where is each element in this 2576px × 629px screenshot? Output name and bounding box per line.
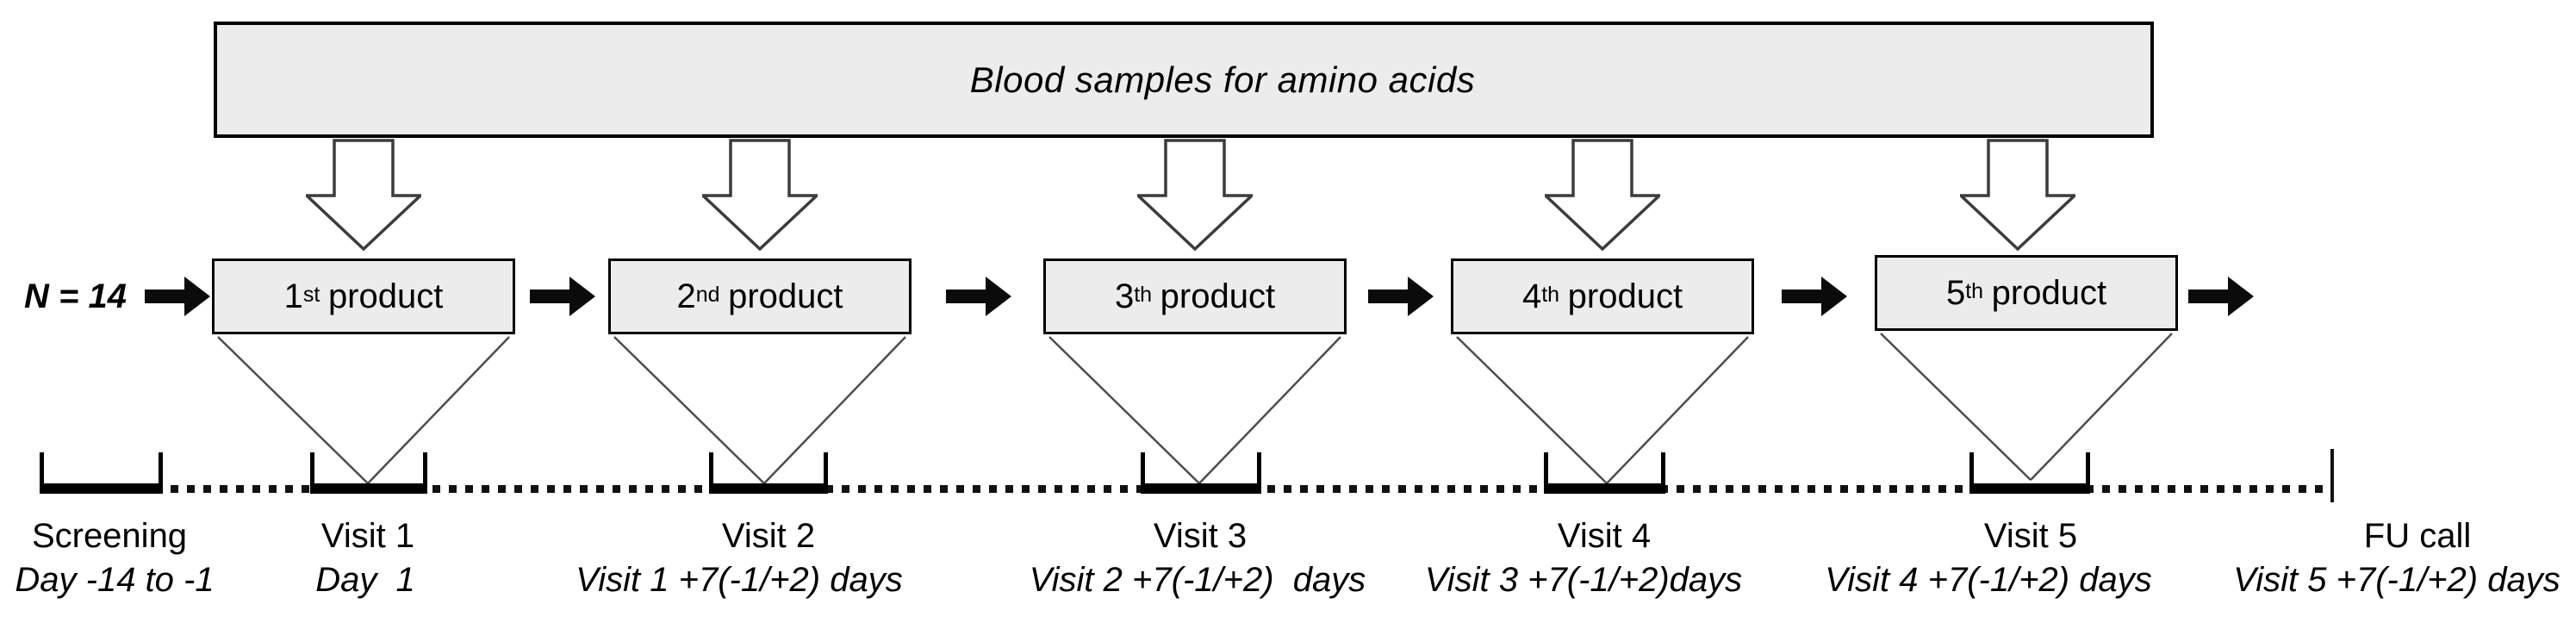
funnel-lines — [1048, 336, 1341, 484]
funnel-lines — [1880, 333, 2173, 481]
right-arrow-icon — [530, 277, 595, 316]
product-number: 2 — [676, 277, 696, 315]
bracket-tick — [159, 452, 163, 494]
timeline-label-screening: Screening — [31, 517, 188, 555]
product-number: 4 — [1521, 277, 1542, 315]
down-arrow-icon — [1137, 139, 1253, 251]
product-word: product — [1567, 277, 1683, 315]
timeline-bracket-visit-5 — [1969, 452, 2090, 494]
funnel-lines — [613, 336, 906, 484]
timeline-bracket-visit-4 — [1544, 452, 1665, 494]
timeline-end-tick — [2330, 449, 2334, 502]
bracket-tick — [2086, 452, 2090, 494]
timeline-label-visit-2: Visit 2 — [721, 517, 816, 555]
sample-size-label: N = 14 — [24, 277, 127, 315]
bracket-tick — [1141, 452, 1145, 494]
bracket-tick — [824, 452, 828, 494]
timeline-label-fu-call: FU call — [2363, 517, 2472, 555]
timeline-detail-visit-3: Visit 2 +7(-1/+2) days — [1029, 561, 1366, 599]
blood-samples-banner: Blood samples for amino acids — [214, 22, 2154, 138]
bracket-tick — [40, 452, 44, 494]
product-word: product — [1160, 277, 1276, 315]
timeline-detail-screening: Day -14 to -1 — [15, 561, 215, 599]
bracket-tick — [709, 452, 713, 494]
timeline-bracket-visit-2 — [709, 452, 828, 494]
funnel-lines — [1456, 336, 1749, 484]
product-word: product — [728, 277, 843, 315]
right-arrow-icon — [1368, 277, 1434, 316]
product-number: 3 — [1114, 277, 1135, 315]
timeline-label-visit-1: Visit 1 — [320, 517, 415, 555]
down-arrow-icon — [1545, 139, 1660, 251]
down-arrow-icon — [1960, 139, 2075, 251]
bracket-tick — [1544, 452, 1548, 494]
right-arrow-icon — [2188, 277, 2254, 316]
timeline-bracket-screening — [40, 452, 163, 494]
bracket-tick — [1661, 452, 1665, 494]
down-arrow-icon — [702, 139, 818, 251]
bracket-tick — [1969, 452, 1974, 494]
product-number: 5 — [1945, 273, 1966, 312]
product-number: 1 — [283, 277, 303, 315]
timeline-label-visit-5: Visit 5 — [1983, 517, 2078, 555]
bracket-tick — [310, 452, 314, 494]
down-arrow-icon — [306, 139, 421, 251]
timeline-detail-visit-5: Visit 4 +7(-1/+2) days — [1825, 561, 2152, 599]
timeline-detail-visit-1: Day 1 — [315, 561, 415, 599]
timeline-bracket-visit-1 — [310, 452, 427, 494]
product-word: product — [327, 277, 444, 315]
right-arrow-icon — [1782, 277, 1847, 316]
banner-label: Blood samples for amino acids — [969, 59, 1476, 100]
bracket-tick — [1257, 452, 1261, 494]
timeline-label-visit-3: Visit 3 — [1153, 517, 1248, 555]
timeline-detail-visit-2: Visit 1 +7(-1/+2) days — [576, 561, 903, 599]
right-arrow-icon — [145, 277, 210, 316]
timeline-bracket-visit-3 — [1141, 452, 1261, 494]
timeline-detail-fu-call: Visit 5 +7(-1/+2) days — [2233, 561, 2560, 599]
bracket-tick — [423, 452, 427, 494]
right-arrow-icon — [946, 277, 1011, 316]
funnel-lines — [217, 336, 510, 484]
timeline-label-visit-4: Visit 4 — [1557, 517, 1652, 555]
timeline-detail-visit-4: Visit 3 +7(-1/+2)days — [1424, 561, 1743, 599]
product-word: product — [1991, 273, 2107, 312]
